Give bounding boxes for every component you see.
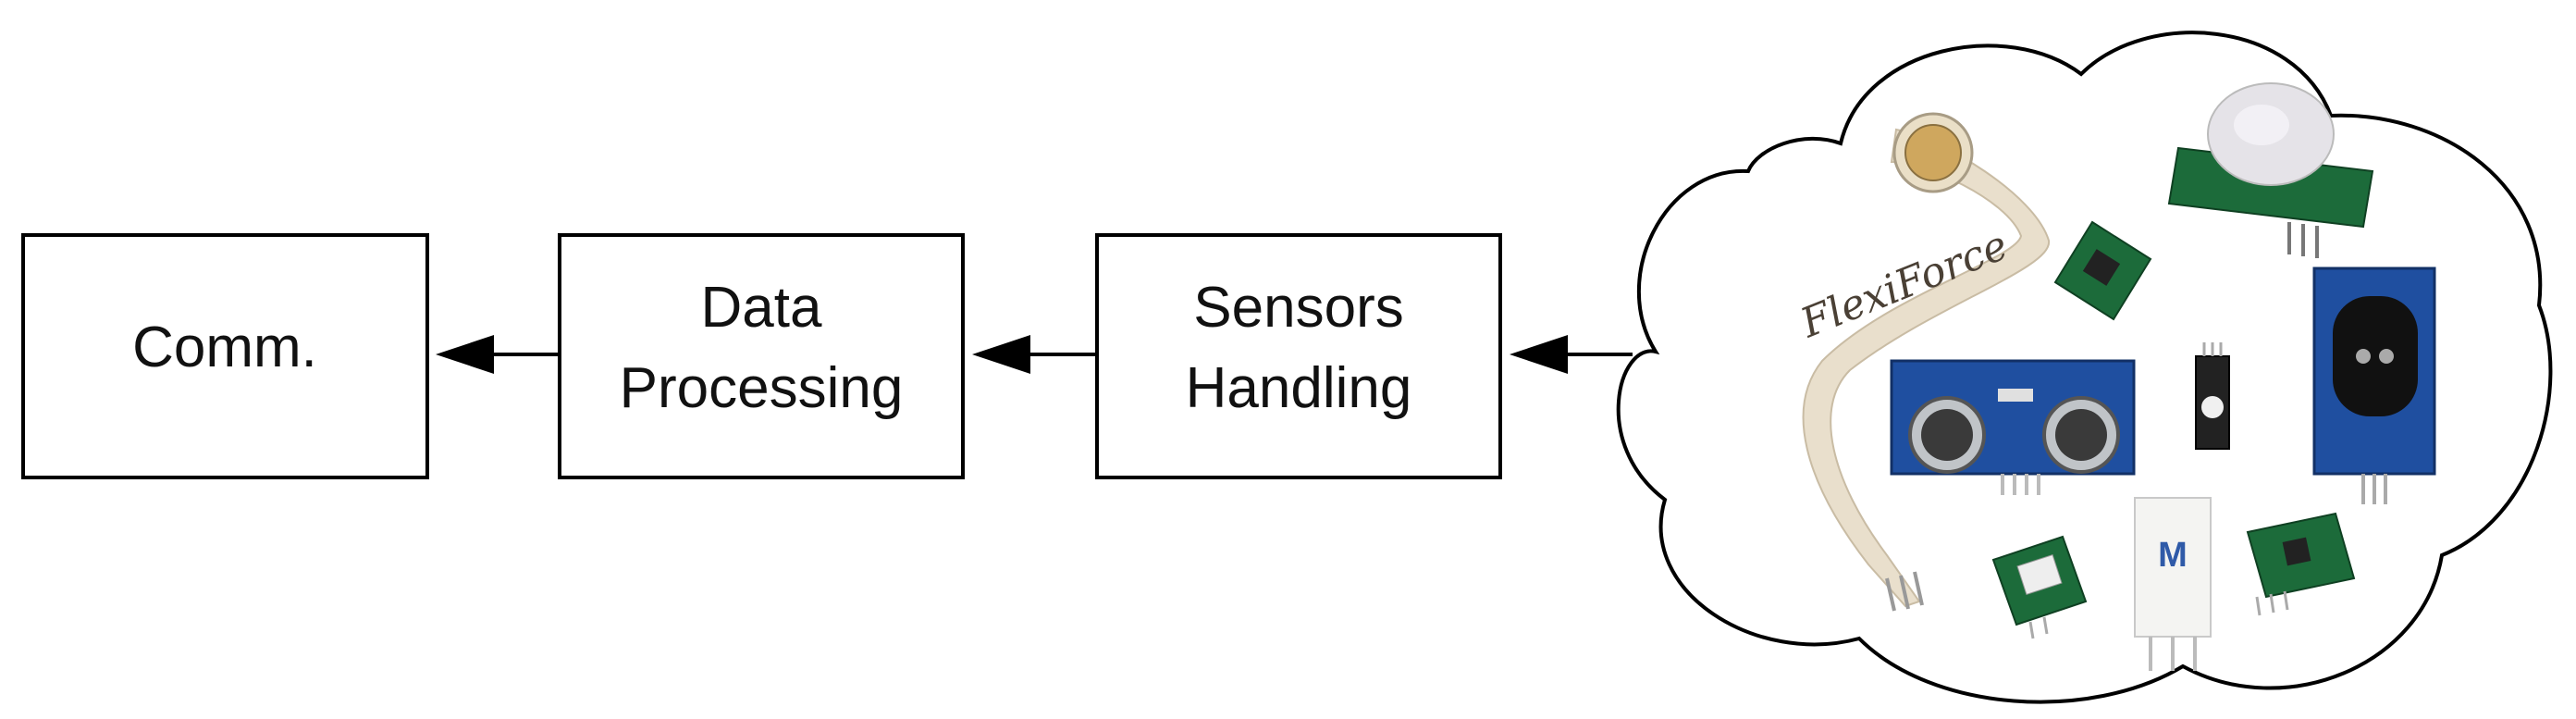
comm-label: Comm. (132, 316, 317, 379)
humidity-sensor-icon (1991, 535, 2088, 639)
gas-sensor-icon: M (2134, 497, 2212, 671)
pir-motion-sensor-icon (2167, 82, 2374, 258)
sensors-handling-label-line1: Sensors (1193, 276, 1403, 340)
sensors-handling-box: Sensors Handling (1095, 233, 1502, 479)
data-processing-label-line2: Processing (620, 356, 904, 420)
dust-sensor-icon (2312, 267, 2436, 504)
ultrasonic-sensor-icon (1890, 359, 2136, 495)
arrow-cloud-to-sensors (1510, 335, 1633, 374)
sensors-handling-label-line2: Handling (1186, 356, 1412, 420)
data-processing-label-line1: Data (701, 276, 822, 340)
accelerometer-icon (2246, 512, 2356, 616)
ir-sensor-icon (2195, 342, 2230, 450)
data-processing-box: Data Processing (558, 233, 965, 479)
pressure-sensor-icon (2053, 220, 2152, 321)
arrow-processing-to-comm (436, 335, 560, 374)
gas-sensor-logo: M (2158, 536, 2188, 575)
comm-box: Comm. (21, 233, 429, 479)
arrow-sensors-to-processing (972, 335, 1097, 374)
